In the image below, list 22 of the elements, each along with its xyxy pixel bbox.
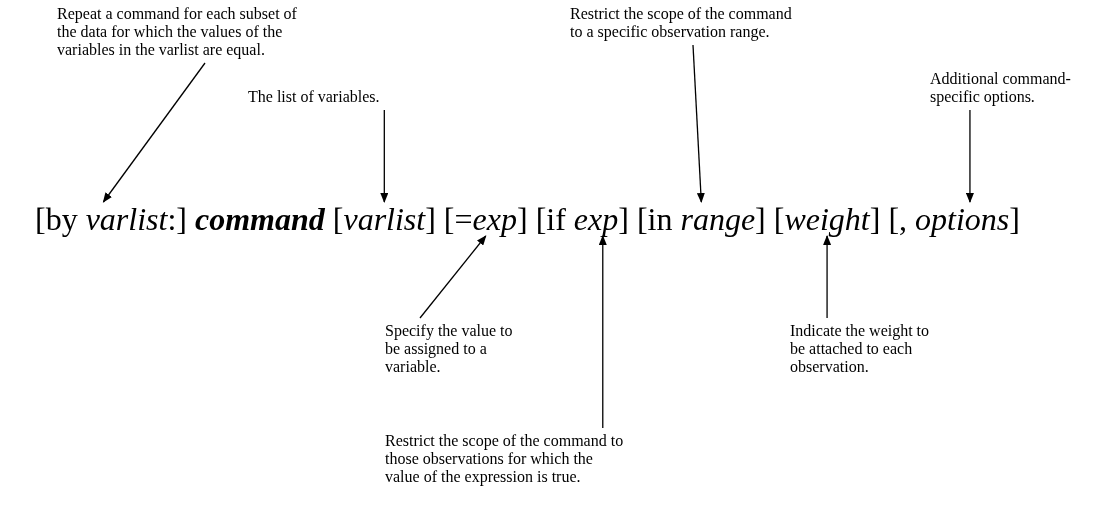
syntax-element: [=exp] — [443, 200, 528, 238]
arrow — [598, 235, 607, 429]
syntax-element: [varlist] — [332, 200, 436, 238]
arrow — [419, 235, 487, 319]
arrow — [823, 235, 832, 319]
arrow — [380, 109, 389, 203]
annotation-text: Specify the value to be assigned to a variable. — [385, 322, 515, 376]
annotation-text: Additional command-specific options. — [930, 70, 1090, 106]
annotation-text: Restrict the scope of the command to those observations for which the value of the expression is true. — [385, 432, 630, 486]
syntax-element: [if exp] — [535, 200, 629, 238]
arrow — [965, 109, 974, 203]
arrow — [102, 62, 206, 203]
annotation-text: Repeat a command for each subset of the data for which the values of the variables in the varlist are equal. — [57, 5, 302, 59]
annotation-text: Indicate the weight to be attached to each observation. — [790, 322, 935, 376]
syntax-element: [in range] — [636, 200, 766, 238]
syntax-element: [weight] — [773, 200, 881, 238]
syntax-element: command — [195, 200, 325, 238]
annotation-text: The list of variables. — [248, 88, 428, 106]
annotation-text: Restrict the scope of the command to a specific observation range. — [570, 5, 795, 41]
syntax-element: [by varlist:] — [35, 200, 187, 238]
arrow — [692, 44, 705, 203]
syntax-element: [, options] — [888, 200, 1020, 238]
